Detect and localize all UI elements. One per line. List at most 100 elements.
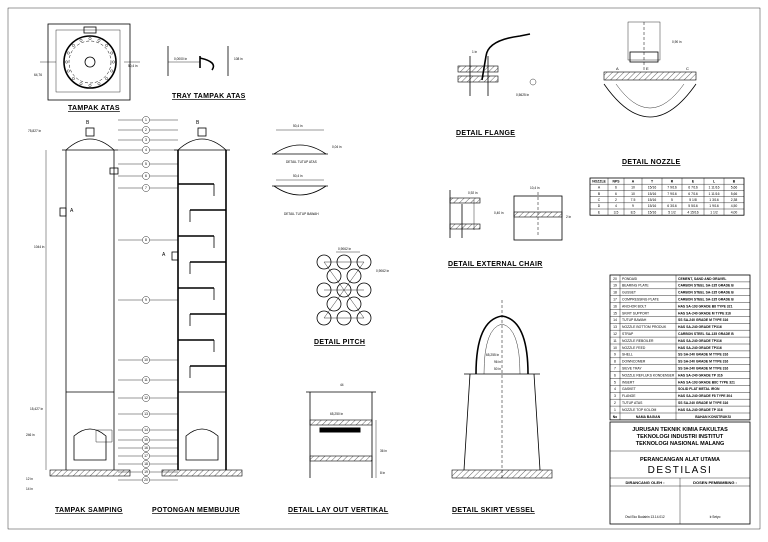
- svg-text:4: 4: [145, 148, 147, 152]
- nozzle-table-cell: 1 3/16: [709, 198, 719, 202]
- svg-text:65,255 in: 65,255 in: [486, 353, 499, 357]
- svg-text:50,4 in: 50,4 in: [293, 124, 303, 128]
- parts-material: CARBON STEEL SA-135 GRADE B: [678, 291, 734, 295]
- nozzle-table-cell: 15/16: [648, 192, 657, 196]
- svg-text:8: 8: [145, 238, 147, 242]
- label-potongan-membujur: POTONGAN MEMBUJUR: [152, 507, 240, 514]
- detail-layout-vertikal-view: 44 65,250 in 36 in 8 in: [306, 383, 387, 478]
- nozzle-table-cell: 7.5: [631, 198, 636, 202]
- parts-name: SHELL: [622, 353, 633, 357]
- parts-name: SIEVE TRAY: [622, 367, 642, 371]
- parts-material: HAS SA-240 GRADE M TYPE 316: [678, 311, 731, 315]
- label-detail-external-chair: DETAIL EXTERNAL CHAIR: [448, 261, 543, 268]
- title-subtitle: PERANCANGAN ALAT UTAMA: [640, 457, 720, 463]
- svg-text:246 in: 246 in: [26, 433, 35, 437]
- nozzle-table-header: A: [632, 179, 635, 183]
- svg-text:0,40 in: 0,40 in: [494, 211, 504, 215]
- parts-no: 18: [613, 291, 617, 295]
- svg-text:A: A: [162, 252, 166, 258]
- title-block: JURUSAN TEKNIK KIMIA FAKULTAS TEKNOLOGI …: [609, 421, 751, 525]
- institution-line-2: TEKNOLOGI INDUSTRI INSTITUT: [637, 434, 724, 440]
- parts-material: SOLID FLAT METAL IRON: [678, 387, 720, 391]
- bolt-hole: [97, 38, 101, 42]
- bolt-hole: [97, 82, 101, 86]
- nozzle-table-cell: 7 9/16: [667, 186, 677, 190]
- nozzle-table-cell: B: [598, 192, 601, 196]
- svg-text:0,5625 in: 0,5625 in: [516, 93, 529, 97]
- svg-text:0,04 in: 0,04 in: [332, 145, 342, 149]
- bolt-hole: [88, 37, 92, 40]
- svg-text:0,9062 in: 0,9062 in: [338, 247, 351, 251]
- nozzle-table-cell: 3,5: [614, 210, 619, 214]
- svg-text:0,0000 in: 0,0000 in: [174, 57, 187, 61]
- svg-text:9: 9: [145, 298, 147, 302]
- svg-text:DETAIL TUTUP ATAS: DETAIL TUTUP ATAS: [286, 160, 317, 164]
- parts-material: SS SA-240 GRADE M TYPE 316: [678, 353, 728, 357]
- svg-text:36 in: 36 in: [380, 449, 387, 453]
- label-tray-tampak-atas: TRAY TAMPAK ATAS: [172, 93, 246, 100]
- detail-pitch-view: 0,9062 in 0,9062 in: [316, 247, 389, 326]
- svg-text:0,92 in: 0,92 in: [468, 191, 478, 195]
- svg-text:0,9062 in: 0,9062 in: [376, 269, 389, 273]
- parts-no: 4: [614, 387, 616, 391]
- svg-text:8 in: 8 in: [380, 471, 385, 475]
- detail-nozzle-view: 0,90 in A E C: [603, 21, 697, 118]
- parts-name: PONDASI: [622, 277, 637, 281]
- parts-material: HAS SA-240 GRADE TP316: [678, 339, 722, 343]
- nozzle-table-cell: 15/16: [648, 186, 657, 190]
- nozzle-table-cell: 10: [631, 192, 635, 196]
- nozzle-table-cell: 5 5/16: [688, 204, 698, 208]
- parts-no: 14: [613, 318, 617, 322]
- parts-no: 3: [614, 394, 616, 398]
- parts-no: 7: [614, 367, 616, 371]
- parts-material: HAS SA-240 GRADE TP316: [678, 346, 722, 350]
- parts-name: TUTUP ATAS: [622, 401, 643, 405]
- nozzle-table-cell: 4,00: [731, 210, 738, 214]
- nozzle-table-header: NOZZLE: [592, 179, 606, 183]
- parts-no: 8: [614, 360, 616, 364]
- nozzle-table-header: B: [733, 179, 736, 183]
- nozzle-table-cell: 6: [615, 192, 617, 196]
- parts-name: INSERT: [622, 380, 634, 384]
- parts-no: 19: [613, 284, 617, 288]
- nozzle-table-cell: 4,50: [731, 204, 738, 208]
- parts-material: BAHAN KONSTRUKSI: [695, 415, 731, 419]
- tray-tampak-atas-view: 0,0000 in 108 in: [167, 46, 243, 76]
- institution-line-1: JURUSAN TEKNIK KIMIA FAKULTAS: [632, 427, 728, 433]
- parts-material: HAS SA-240 GRADE TP 316: [678, 408, 723, 412]
- parts-material: SS SA-240 GRADE M TYPE 316: [678, 360, 728, 364]
- svg-text:19: 19: [144, 470, 148, 474]
- parts-material: SS SA-240 GRADE M TYPE 316: [678, 401, 728, 405]
- svg-text:1044 in: 1044 in: [34, 245, 45, 249]
- nozzle-table-cell: 15/16: [648, 204, 657, 208]
- bolt-hole: [105, 43, 109, 47]
- svg-text:1 in: 1 in: [472, 50, 477, 54]
- parts-no: 6: [614, 373, 616, 377]
- detail-skirt-vessel-view: 65,255 in 96 in 50 in: [451, 300, 553, 480]
- tray-hole: [346, 268, 362, 284]
- parts-no: 5: [614, 380, 616, 384]
- parts-no: 9: [614, 353, 616, 357]
- nozzle-table-cell: 1 1/2: [710, 210, 718, 214]
- svg-text:5: 5: [145, 162, 147, 166]
- detail-flange-view: 0,5625 in 1 in: [457, 33, 537, 97]
- nozzle-table-cell: 5,66: [731, 192, 738, 196]
- parts-name: SKIRT SUPPORT: [622, 311, 649, 315]
- svg-text:50,4 in: 50,4 in: [293, 174, 303, 178]
- nozzle-table-cell: 1 9/16: [709, 204, 719, 208]
- label-tampak-samping: TAMPAK SAMPING: [55, 507, 123, 514]
- svg-text:11: 11: [144, 378, 148, 382]
- nozzle-table-cell: C: [598, 198, 601, 202]
- parts-no: 2: [614, 401, 616, 405]
- parts-material: SS SA-240 GRADE M TYPE 316: [678, 318, 728, 322]
- svg-text:2: 2: [145, 128, 147, 132]
- parts-name: NAMA BAGIAN: [636, 415, 661, 419]
- tampak-samping-view: 1044 in 75,827 in 15,427 in 246 in 12 in…: [26, 120, 131, 491]
- bolt-hole: [105, 77, 109, 81]
- svg-text:7: 7: [145, 186, 147, 190]
- svg-text:108 in: 108 in: [234, 57, 243, 61]
- parts-name: NOZZLE TOP KOLOM: [622, 408, 656, 412]
- nozzle-table-cell: E: [598, 210, 601, 214]
